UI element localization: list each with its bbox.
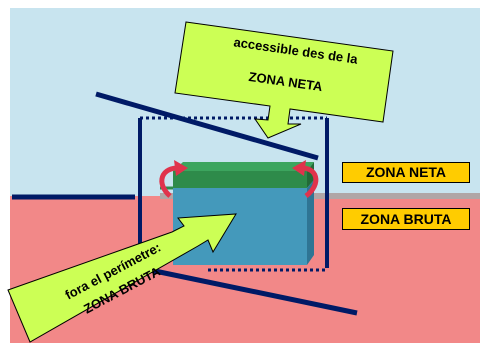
bottom-callout-body	[7, 213, 237, 343]
zona-bruta-badge: ZONA BRUTA	[342, 208, 470, 230]
box-top-rim	[173, 162, 314, 171]
zona-neta-badge: ZONA NETA	[342, 162, 470, 183]
box-front-face	[173, 188, 307, 265]
right-curl-arrowhead	[292, 160, 306, 176]
top-callout-body	[174, 21, 394, 139]
floor-edge	[160, 193, 480, 199]
box-top-face	[173, 171, 307, 188]
bottom-diagonal-line	[149, 267, 358, 316]
left-curl-arrowhead	[174, 160, 188, 176]
box-right-face	[307, 180, 314, 265]
top-diagonal-line	[95, 91, 319, 161]
